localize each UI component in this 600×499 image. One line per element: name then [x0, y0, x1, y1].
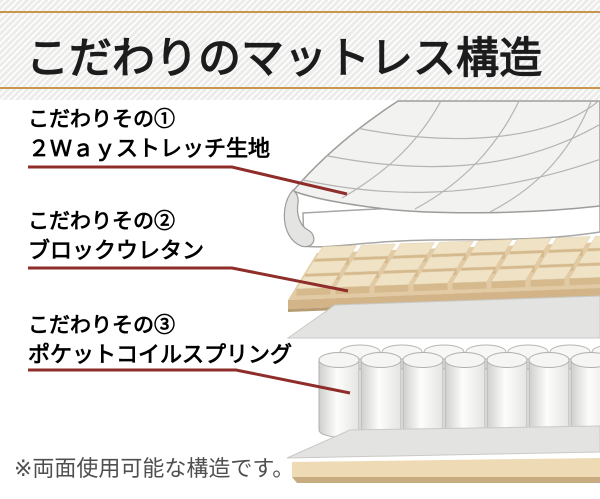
- urethane-block-top: [314, 245, 357, 260]
- felt-sheet-layer: [286, 295, 600, 339]
- urethane-block-top: [470, 239, 513, 254]
- urethane-block-top: [422, 255, 465, 270]
- feature-layer-name: ２Ｗａｙストレッチ生地: [28, 136, 271, 161]
- header-banner: こだわりのマットレス構造: [0, 0, 600, 100]
- urethane-block-top: [374, 272, 417, 287]
- fabric-rolled-edge: [283, 189, 315, 248]
- feature-heading: こだわりその③: [28, 313, 175, 337]
- feature-layer-name: ブロックウレタン: [28, 238, 205, 263]
- urethane-block-top: [539, 251, 582, 266]
- pocket-coil-top: [570, 352, 600, 368]
- urethane-block-front: [569, 277, 600, 286]
- leader-line-1: [28, 165, 348, 196]
- felt-sheet: [286, 295, 600, 339]
- feature-layer-name: ポケットコイルスプリング: [28, 342, 293, 367]
- header-rule-bottom: [0, 87, 600, 89]
- feature-heading: こだわりその①: [28, 107, 175, 131]
- pocket-coil-body: [570, 359, 600, 438]
- pocket-coil-top: [318, 352, 360, 368]
- urethane-block-front: [335, 286, 370, 295]
- pocket-coil-body: [528, 359, 570, 438]
- urethane-block-top: [548, 236, 591, 251]
- urethane-block-top: [491, 267, 534, 282]
- base-board-edge: [292, 477, 600, 483]
- urethane-block-front: [491, 280, 526, 289]
- feature-heading: こだわりその②: [28, 209, 175, 233]
- urethane-block-top: [353, 243, 396, 258]
- pocket-coil-body: [444, 359, 486, 438]
- base-board: [292, 458, 600, 477]
- urethane-block-top: [461, 254, 504, 269]
- urethane-block-front: [530, 278, 565, 287]
- pocket-coil-top: [486, 352, 528, 368]
- urethane-block-top: [578, 250, 600, 264]
- urethane-block-top: [452, 269, 495, 284]
- urethane-block-top: [530, 266, 573, 281]
- stretch-fabric-layer: [283, 100, 600, 248]
- urethane-block-top: [431, 240, 474, 255]
- pocket-coil-body: [486, 359, 528, 438]
- urethane-block-top: [413, 270, 456, 285]
- pocket-coil-top: [360, 352, 402, 368]
- urethane-block-top: [500, 252, 543, 267]
- urethane-block-top: [509, 237, 552, 252]
- urethane-block-front: [452, 281, 487, 290]
- pocket-coil-body: [318, 359, 360, 438]
- urethane-block-top: [392, 242, 435, 257]
- header-rule-top: [0, 11, 600, 13]
- feature-label-1: こだわりその① ２Ｗａｙストレッチ生地: [28, 104, 270, 164]
- base-layer: [286, 425, 600, 483]
- pocket-coil-layer: [318, 344, 600, 438]
- pocket-coil-body: [402, 359, 444, 438]
- pocket-coil-top: [444, 352, 486, 368]
- urethane-block-top: [335, 273, 378, 288]
- urethane-block-top: [344, 258, 387, 273]
- leader-line-2: [28, 266, 349, 293]
- urethane-block-top: [305, 260, 348, 275]
- fabric-surface: [291, 100, 600, 214]
- footnote: ※両面使用可能な構造です。: [14, 456, 295, 481]
- urethane-block-front: [374, 284, 409, 293]
- urethane-block-front: [413, 283, 448, 292]
- leader-line-3: [28, 368, 351, 395]
- feature-label-2: こだわりその② ブロックウレタン: [28, 206, 204, 266]
- pocket-coil-top: [402, 352, 444, 368]
- leader-lines: [28, 165, 351, 395]
- pocket-coil-body: [360, 359, 402, 438]
- quilt-stitch-lines: [293, 101, 600, 213]
- urethane-block-front: [296, 287, 331, 296]
- urethane-block-top: [587, 235, 600, 249]
- pocket-coil-top: [528, 352, 570, 368]
- base-sheet: [286, 425, 600, 459]
- urethane-block-top: [383, 257, 426, 272]
- page-title: こだわりのマットレス構造: [26, 36, 542, 83]
- feature-label-3: こだわりその③ ポケットコイルスプリング: [28, 310, 292, 370]
- urethane-block-top: [569, 265, 600, 279]
